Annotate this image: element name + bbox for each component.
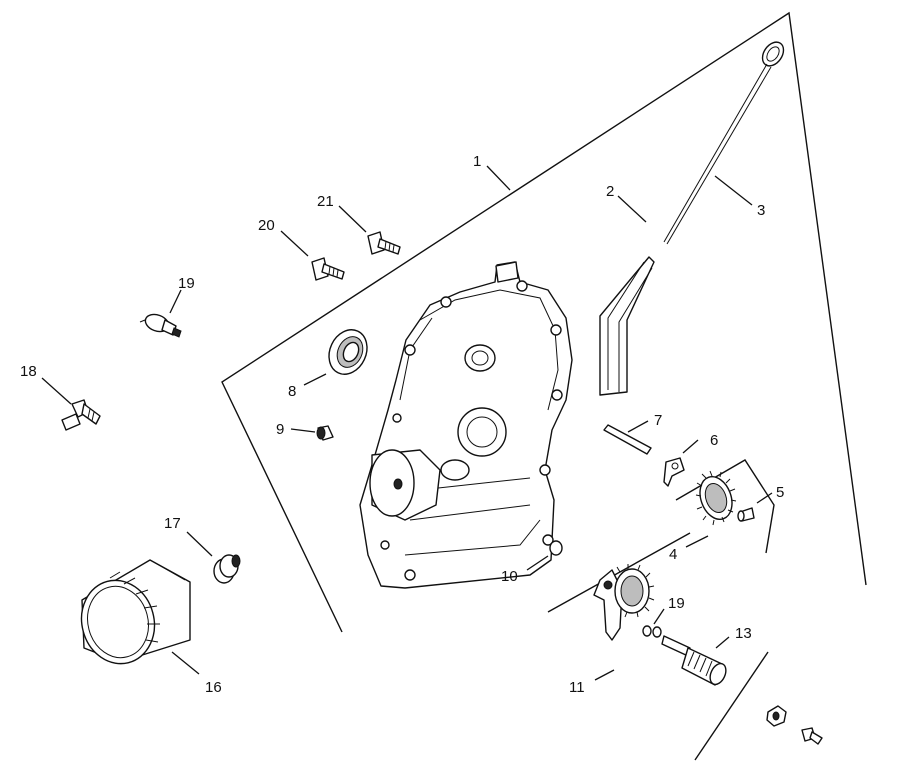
plug	[316, 425, 334, 441]
crankcase-cover	[359, 261, 573, 589]
callout-4: 4	[669, 546, 677, 563]
callout-labels: 1 2 3 4 5 6 7 8 9 10 11 13 16 17 18 19 1…	[20, 153, 784, 696]
callout-19-lower: 19	[668, 595, 685, 612]
callout-6: 6	[710, 432, 718, 449]
nut	[766, 705, 787, 727]
callout-19-upper: 19	[178, 275, 195, 292]
callout-13: 13	[735, 625, 752, 642]
callout-16: 16	[205, 679, 222, 696]
oil-pressure-switch	[139, 313, 182, 338]
o-ring-small	[642, 625, 662, 638]
callout-18: 18	[20, 363, 37, 380]
dipstick-tube	[599, 256, 655, 396]
callout-17: 17	[164, 515, 181, 532]
oil-pump	[593, 564, 655, 641]
o-ring	[549, 540, 563, 556]
callout-9: 9	[276, 421, 284, 438]
callout-10: 10	[501, 568, 518, 585]
crankcase-cover-group-outline	[221, 11, 867, 633]
callout-5: 5	[776, 484, 784, 501]
drain-plug	[213, 554, 241, 584]
callout-1: 1	[473, 153, 481, 170]
small-bolt	[801, 727, 823, 745]
oil-seal	[328, 329, 368, 375]
pin	[737, 507, 755, 522]
bolt-21	[367, 231, 401, 255]
callout-2: 2	[606, 183, 614, 200]
callout-20: 20	[258, 217, 275, 234]
governor-arm	[663, 457, 685, 487]
oil-pump-group-outline	[547, 532, 769, 761]
callout-21: 21	[317, 193, 334, 210]
dipstick	[663, 41, 785, 245]
oil-pump-rotor	[661, 635, 727, 686]
gear	[695, 470, 737, 526]
callout-11: 11	[569, 679, 585, 696]
leader-lines	[41, 165, 773, 681]
callout-3: 3	[757, 202, 765, 219]
callout-8: 8	[288, 383, 296, 400]
elbow-fitting	[61, 399, 101, 431]
callout-7: 7	[654, 412, 662, 429]
bolt-20	[311, 257, 345, 281]
shaft	[603, 424, 652, 455]
oil-filter	[80, 559, 191, 665]
